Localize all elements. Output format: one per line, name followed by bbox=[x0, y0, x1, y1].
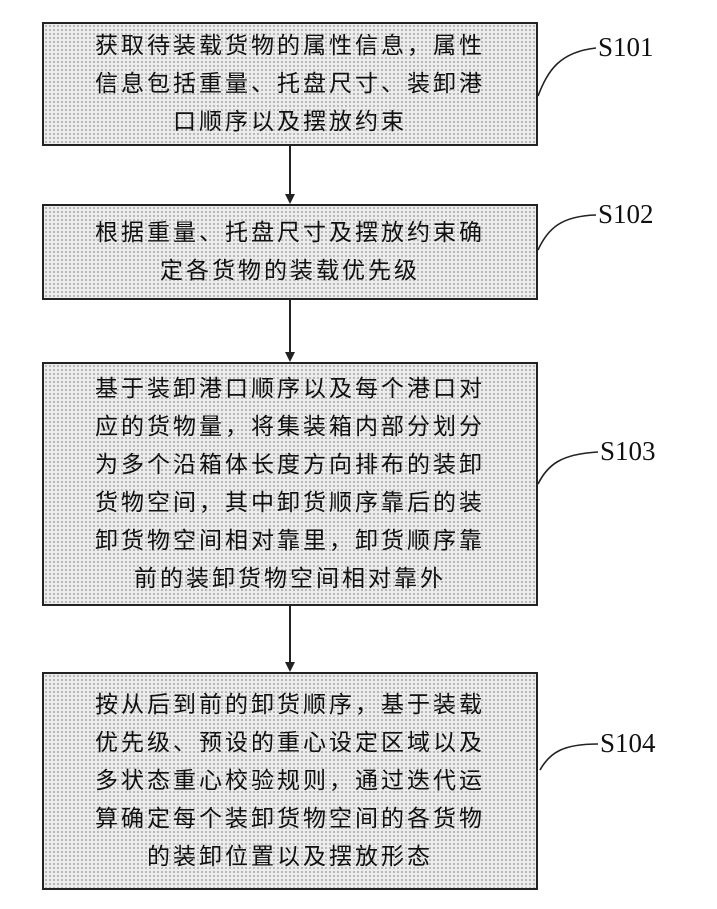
step-text-s102: 根据重量、托盘尺寸及摆放约束确 定各货物的装载优先级 bbox=[95, 214, 485, 290]
step-box-s101: 获取待装载货物的属性信息，属性 信息包括重量、托盘尺寸、装卸港 口顺序以及摆放约… bbox=[42, 22, 538, 146]
leader-s103 bbox=[538, 452, 598, 484]
step-text-s103: 基于装卸港口顺序以及每个港口对 应的货物量，将集装箱内部分划分 为多个沿箱体长度… bbox=[95, 370, 485, 598]
leader-s104 bbox=[540, 744, 598, 770]
step-label-s104: S104 bbox=[600, 730, 656, 757]
step-label-s101: S101 bbox=[598, 34, 654, 61]
leader-s102 bbox=[538, 215, 596, 250]
step-box-s102: 根据重量、托盘尺寸及摆放约束确 定各货物的装载优先级 bbox=[42, 204, 538, 300]
step-text-s101: 获取待装载货物的属性信息，属性 信息包括重量、托盘尺寸、装卸港 口顺序以及摆放约… bbox=[95, 27, 485, 141]
step-box-s103: 基于装卸港口顺序以及每个港口对 应的货物量，将集装箱内部分划分 为多个沿箱体长度… bbox=[42, 362, 538, 606]
step-label-s102: S102 bbox=[598, 201, 654, 228]
step-text-s104: 按从后到前的卸货顺序，基于装载 优先级、预设的重心设定区域以及 多状态重心校验规… bbox=[95, 686, 485, 876]
step-label-s103: S103 bbox=[600, 438, 656, 465]
leader-s101 bbox=[538, 48, 596, 96]
step-box-s104: 按从后到前的卸货顺序，基于装载 优先级、预设的重心设定区域以及 多状态重心校验规… bbox=[42, 672, 538, 890]
